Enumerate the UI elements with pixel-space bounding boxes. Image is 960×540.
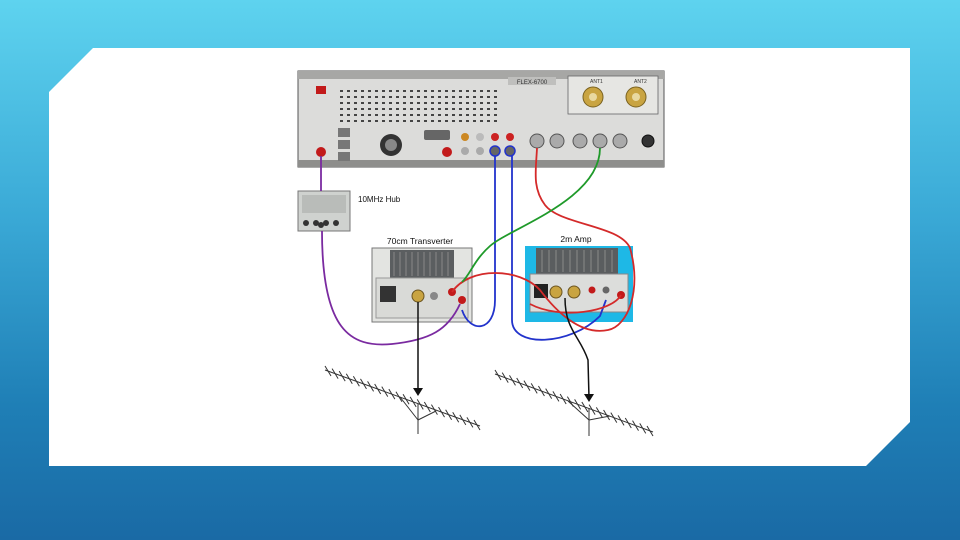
yagi-element: [466, 417, 474, 428]
yagi-element: [588, 404, 596, 415]
bnc-connectors: [529, 133, 655, 149]
yagi-element: [581, 401, 589, 413]
transverter-label: 70cm Transverter: [387, 236, 453, 246]
yagi-element: [409, 396, 417, 408]
rca-port: [476, 133, 484, 141]
amp-label: 2m Amp: [560, 234, 591, 244]
power-port: [316, 86, 326, 94]
yagi-element: [360, 378, 367, 390]
yagi-element: [509, 375, 516, 386]
black-cable-amp: [564, 297, 590, 399]
yagi-element: [624, 417, 632, 429]
yagi-element: [610, 412, 618, 423]
yagi-element: [395, 391, 403, 402]
ant1-label: ANT1: [590, 79, 603, 85]
red-cable-transverter: [451, 147, 636, 332]
yagi-element: [646, 425, 654, 437]
yagi-element: [452, 412, 460, 423]
ref-cable-hub-transverter: [321, 230, 461, 346]
hub-label: 10MHz Hub: [358, 195, 401, 204]
yagi-element: [352, 376, 360, 387]
ethernet-port: [338, 152, 350, 161]
yagi-element: [345, 373, 353, 384]
yagi-element: [603, 409, 611, 421]
blue-cable-transverter: [461, 156, 496, 327]
red-cable-amp: [529, 294, 622, 314]
serial-port: [424, 130, 450, 140]
yagi-element: [552, 391, 560, 402]
vent-grille: [340, 90, 497, 122]
yagi-element: [559, 393, 567, 405]
yagi-element: [331, 368, 339, 379]
yagi-element: [494, 369, 502, 381]
ref-port: [316, 147, 326, 157]
cables: [320, 147, 636, 399]
yagi-element: [324, 365, 332, 377]
yagi-element: [537, 385, 545, 397]
yagi-antenna-70cm: [324, 365, 481, 434]
rca-port: [461, 147, 469, 155]
yagi-element: [459, 414, 467, 426]
rca-port: [506, 133, 514, 141]
blue-cable-amp: [511, 156, 607, 341]
yagi-element: [381, 386, 389, 397]
arrowhead: [584, 394, 594, 402]
rca-port: [504, 145, 516, 157]
yagi-element: [632, 420, 639, 431]
amp-device: [525, 246, 633, 322]
yagi-element: [595, 407, 603, 418]
rca-port: [489, 145, 501, 157]
yagi-element: [617, 415, 625, 426]
hub-device: [297, 190, 351, 232]
green-cable: [461, 147, 601, 283]
yagi-element: [423, 401, 431, 413]
yagi-element: [374, 383, 382, 395]
transverter-device: [371, 247, 473, 323]
radio-model-label: FLEX-6700: [517, 80, 548, 86]
rca-port: [491, 133, 499, 141]
yagi-element: [416, 399, 424, 410]
yagi-element: [516, 377, 524, 389]
yagi-element: [367, 381, 375, 392]
radio-back-panel: FLEX-6700 ANT1 ANT2: [297, 70, 665, 168]
rca-port: [461, 133, 469, 141]
yagi-antenna-2m: [494, 369, 654, 437]
yagi-element: [445, 409, 453, 420]
yagi-element: [523, 380, 531, 391]
yagi-element: [574, 399, 582, 410]
yagi-element: [402, 394, 410, 405]
yagi-element: [473, 419, 481, 431]
yagi-element: [438, 406, 445, 418]
usb-port: [338, 140, 350, 149]
yagi-element: [388, 388, 396, 400]
ref-port: [442, 147, 452, 157]
ant2-label: ANT2: [634, 79, 647, 85]
yagi-element: [530, 383, 538, 394]
yagi-element: [545, 388, 553, 399]
yagi-element: [338, 370, 346, 382]
rca-port: [476, 147, 484, 155]
usb-port: [338, 128, 350, 137]
yagi-element: [639, 423, 647, 434]
yagi-element: [501, 372, 509, 383]
arrowhead: [413, 388, 423, 396]
yagi-element: [430, 404, 438, 415]
